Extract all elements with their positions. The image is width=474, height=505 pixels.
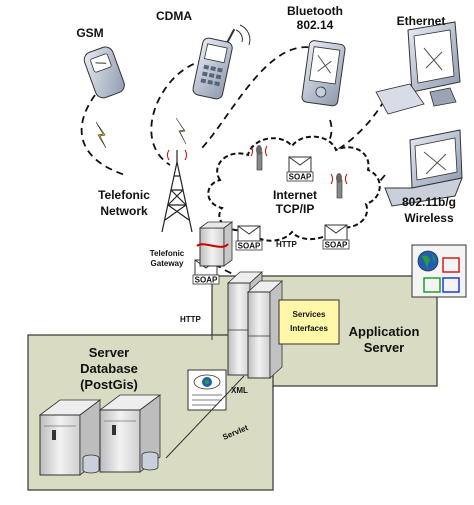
wireless-standard-label: 802.11b/g [402,195,456,209]
antenna-waves-icon [167,149,187,161]
pda-icon [301,40,346,107]
server-label: Server [364,340,404,355]
http-label: HTTP [276,240,298,249]
web-application-window-icon [411,244,467,298]
cdma-label: CDMA [156,9,192,23]
gsm-phone-icon [83,46,125,99]
bluetooth-standard-label: 802.14 [297,18,334,32]
laptop-icon [384,129,463,207]
lightning-icon [95,121,107,149]
soap-envelope-icon: SOAP [322,224,350,250]
gsm-label: GSM [76,26,103,40]
servlet-connector [165,375,245,459]
internet-label: Internet [273,188,317,202]
ethernet-label: Ethernet [397,14,446,28]
xml-label: XML [231,386,248,395]
soap-envelope-icon: SOAP [286,156,314,182]
gateway-icon [196,221,234,267]
services-interfaces-box [278,299,340,345]
tcpip-label: TCP/IP [276,202,315,216]
gateway-telefonic-label: Telefonic [150,249,185,258]
network-label: Network [100,204,148,218]
interfaces-label: Interfaces [290,324,328,333]
cell-tower-icon [161,150,193,233]
application-server-rack-icon [246,280,284,379]
internet-cloud [207,135,381,242]
signal-waves-icon [235,24,251,46]
wireless-label: Wireless [404,211,454,225]
soap-envelope-icon: SOAP [192,259,220,285]
desktop-computer-icon [375,21,461,115]
database-server-icon [38,399,102,476]
bluetooth-label: Bluetooth [287,4,343,18]
application-label: Application [349,324,420,339]
antenna-icon [250,145,268,171]
soap-label: SOAP [238,242,261,251]
xml-document-icon [187,369,227,411]
antenna-icon [330,173,348,199]
db-database-label: Database [80,361,138,376]
telefonic-label: Telefonic [98,188,150,202]
soap-label: SOAP [325,241,348,250]
http-label: HTTP [180,315,202,324]
db-server-label: Server [89,345,129,360]
gateway-label: Gateway [151,259,184,268]
database-server-icon [98,394,162,473]
db-postgis-label: (PostGis) [80,377,138,392]
lightning-icon [175,117,187,145]
soap-envelope-icon: SOAP [235,225,263,251]
soap-label: SOAP [289,173,312,182]
services-label: Services [293,310,326,319]
cdma-phone-icon [192,28,236,100]
soap-label: SOAP [195,276,218,285]
